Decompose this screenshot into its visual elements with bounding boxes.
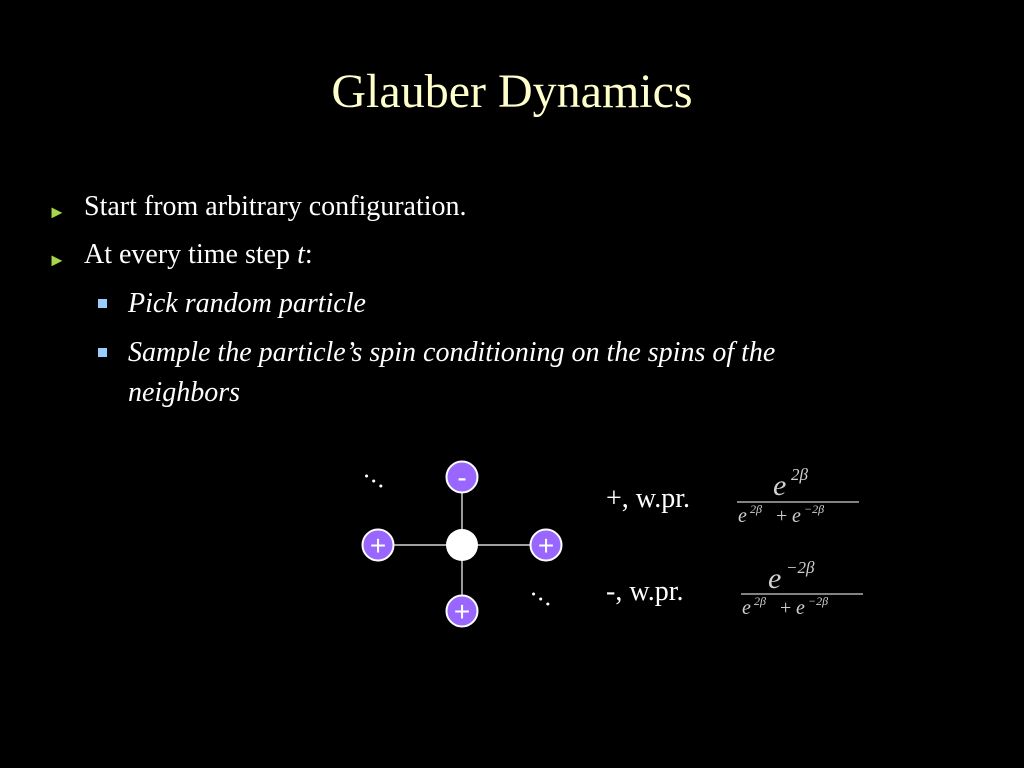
neighbor-right: + [529,528,563,562]
bullet-text: Start from arbitrary configuration. [84,191,467,222]
sub-bullet-pick: Pick random particle [48,284,978,324]
denominator-base-b: e [792,505,801,527]
denominator-exponent-b: −2β [808,594,828,608]
node-sign: + [454,596,470,627]
bullet-text-suffix: : [304,239,313,270]
numerator-base: e [768,562,781,595]
bullet-text-prefix: At every time step [84,239,298,270]
formula-minus-probability: e −2β e 2β + e −2β [741,558,863,619]
sub-bullet-sample: Sample the particle’s spin conditioning … [48,333,978,413]
node-circle [529,528,563,562]
denominator-base-b: e [796,597,805,619]
numerator-exponent: −2β [786,558,815,577]
bullet-list: ► Start from arbitrary configuration. ► … [48,188,978,422]
triangle-bullet-icon: ► [48,202,66,222]
denominator-plus: + [780,597,791,619]
sub-bullet-text-line2: neighbors [128,377,240,408]
slide-title: Glauber Dynamics [331,65,693,118]
node-sign: + [538,530,554,561]
bullet-start: ► Start from arbitrary configuration. [48,188,978,226]
node-circle [361,528,395,562]
formula-plus-probability: e 2β e 2β + e −2β [737,465,859,527]
square-bullet-icon [98,299,107,308]
ellipsis-upper-left: … [359,456,397,495]
center-particle [446,529,478,561]
denominator-exponent-a: 2β [750,502,762,516]
square-bullet-icon [98,348,107,357]
numerator-base: e [773,469,786,502]
ellipsis-lower-right: … [526,574,564,613]
denominator-base-a: e [738,505,747,527]
node-circle [445,460,479,494]
neighbor-top: - [445,460,479,494]
sub-bullet-text: Pick random particle [128,288,366,319]
denominator-exponent-a: 2β [754,594,766,608]
triangle-bullet-icon: ► [48,250,66,270]
minus-outcome-label: -, w.pr. [606,576,684,607]
neighbor-bottom: + [445,594,479,628]
denominator-base-a: e [742,597,751,619]
sub-bullet-text-line1: Sample the particle’s spin conditioning … [128,337,776,368]
node-sign: + [370,530,386,561]
node-circle [445,594,479,628]
neighbor-left: + [361,528,395,562]
node-sign: - [457,462,466,493]
denominator-plus: + [776,505,787,527]
time-variable: t [297,239,305,270]
plus-outcome-label: +, w.pr. [606,483,690,514]
denominator-exponent-b: −2β [804,502,824,516]
bullet-time-step: ► At every time step t: [48,236,978,274]
numerator-exponent: 2β [791,465,809,484]
